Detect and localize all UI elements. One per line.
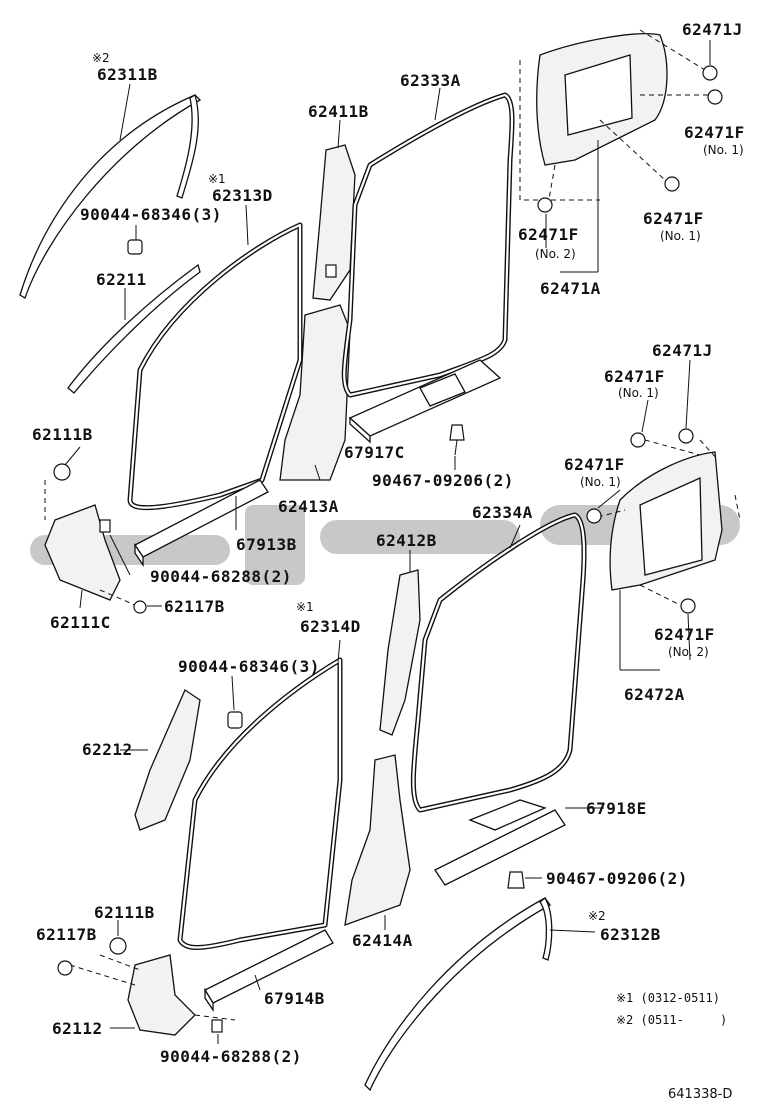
clip-62111B-lower	[109, 937, 127, 955]
sublabel-no2-lower: (No. 2)	[668, 645, 709, 659]
sublabel-no1-lower-b: (No. 1)	[580, 475, 621, 489]
center-pillar-garnish-62412B	[379, 569, 421, 736]
label-67917C: 67917C	[344, 443, 405, 462]
center-pillar-garnish-lower-62414A	[344, 754, 411, 926]
label-62117B-upper: 62117B	[164, 597, 225, 616]
mark-62312B: ※2	[588, 909, 606, 923]
label-62312B: 62312B	[600, 925, 661, 944]
label-62112: 62112	[52, 1019, 103, 1038]
figure-code: 641338-D	[668, 1087, 732, 1102]
center-pillar-garnish-lower-62413A	[279, 304, 351, 481]
rear-door-opening-seal-62334A	[410, 512, 587, 813]
rear-door-opening-seal-62333A	[341, 92, 515, 398]
label-67913B: 67913B	[236, 535, 297, 554]
clip-62471F-upper-c	[537, 197, 553, 213]
sublabel-no1-upper-a: (No. 1)	[703, 143, 744, 157]
label-62111C: 62111C	[50, 613, 111, 632]
label-62471F-lower-a: 62471F	[604, 367, 665, 386]
clip-62471F-upper-b	[664, 176, 680, 192]
footnote-2: ※2 (0511- )	[616, 1013, 727, 1027]
label-90044-68288-upper: 90044-68288(2)	[150, 567, 292, 586]
mark-62314D: ※1	[296, 600, 314, 614]
sublabel-no1-upper-b: (No. 1)	[660, 229, 701, 243]
label-62111B-lower: 62111B	[94, 903, 155, 922]
label-62211: 62211	[96, 270, 147, 289]
label-62471F-upper-a: 62471F	[684, 123, 745, 142]
label-62313D: 62313D	[212, 186, 273, 205]
label-62314D: 62314D	[300, 617, 361, 636]
rear-door-opening-seal-62314D	[177, 657, 343, 950]
front-door-opening-seal-62313D	[127, 222, 303, 511]
label-62471A: 62471A	[540, 279, 601, 298]
label-62413A: 62413A	[278, 497, 339, 516]
pillar-garnish-62211	[67, 239, 201, 394]
clip-90044-68288-upper	[99, 519, 111, 533]
scuff-plate-67917C	[348, 359, 502, 444]
scuff-plate-67914B	[204, 929, 334, 1013]
label-90044-68346-upper: 90044-68346(3)	[80, 205, 222, 224]
label-62311B: 62311B	[97, 65, 158, 84]
label-62414A: 62414A	[352, 931, 413, 950]
clip-90044-68346-upper	[127, 239, 143, 255]
label-62472A: 62472A	[624, 685, 685, 704]
clip-62471J-upper	[702, 65, 718, 81]
label-62212: 62212	[82, 740, 133, 759]
label-62411B: 62411B	[308, 102, 369, 121]
sublabel-no1-lower-a: (No. 1)	[618, 386, 659, 400]
label-62471J-lower: 62471J	[652, 341, 713, 360]
label-62471F-upper-b: 62471F	[643, 209, 704, 228]
mark-62313D: ※1	[208, 172, 226, 186]
quarter-trim-62471A	[519, 29, 723, 213]
mark-62311B: ※2	[92, 51, 110, 65]
cowl-side-trim-62111C	[44, 463, 147, 614]
label-67914B: 67914B	[264, 989, 325, 1008]
quarter-trim-62472A	[586, 428, 741, 614]
leader-lines	[64, 40, 711, 1044]
clip-62111B-upper	[53, 463, 71, 481]
label-62471J-upper: 62471J	[682, 20, 743, 39]
label-62111B-upper: 62111B	[32, 425, 93, 444]
label-67918E: 67918E	[586, 799, 647, 818]
label-62471F-lower-c: 62471F	[654, 625, 715, 644]
scuff-plate-67913B	[134, 479, 269, 568]
rear-weatherstrip-62312B	[364, 897, 553, 1092]
label-62117B-lower: 62117B	[36, 925, 97, 944]
label-90467-09206-upper: 90467-09206(2)	[372, 471, 514, 490]
label-62334A: 62334A	[472, 503, 533, 522]
clip-62117B-upper	[133, 600, 147, 614]
cowl-side-trim-62112	[57, 937, 236, 1036]
label-62471F-lower-b: 62471F	[564, 455, 625, 474]
center-pillar-garnish-62411B	[312, 144, 356, 301]
label-62333A: 62333A	[400, 71, 461, 90]
label-90467-09206-lower: 90467-09206(2)	[546, 869, 688, 888]
label-90044-68346-lower: 90044-68346(3)	[178, 657, 320, 676]
label-62412B: 62412B	[376, 531, 437, 550]
footnotes: ※1 (0312-0511) ※2 (0511- )	[616, 991, 727, 1027]
label-90044-68288-lower: 90044-68288(2)	[160, 1047, 302, 1066]
label-62471F-upper-c: 62471F	[518, 225, 579, 244]
clip-62117B-lower	[57, 960, 73, 976]
sublabel-no2-upper: (No. 2)	[535, 247, 576, 261]
pillar-garnish-62212	[134, 689, 243, 831]
clip-62471F-upper-a	[707, 89, 723, 105]
front-door-weatherstrip-upper-62311B	[19, 94, 202, 299]
part-labels: ※2 62311B 90044-68346(3) 62211 ※1 62313D…	[32, 20, 745, 1066]
scuff-plate-67918E	[434, 799, 566, 889]
footnote-1: ※1 (0312-0511)	[616, 991, 720, 1005]
